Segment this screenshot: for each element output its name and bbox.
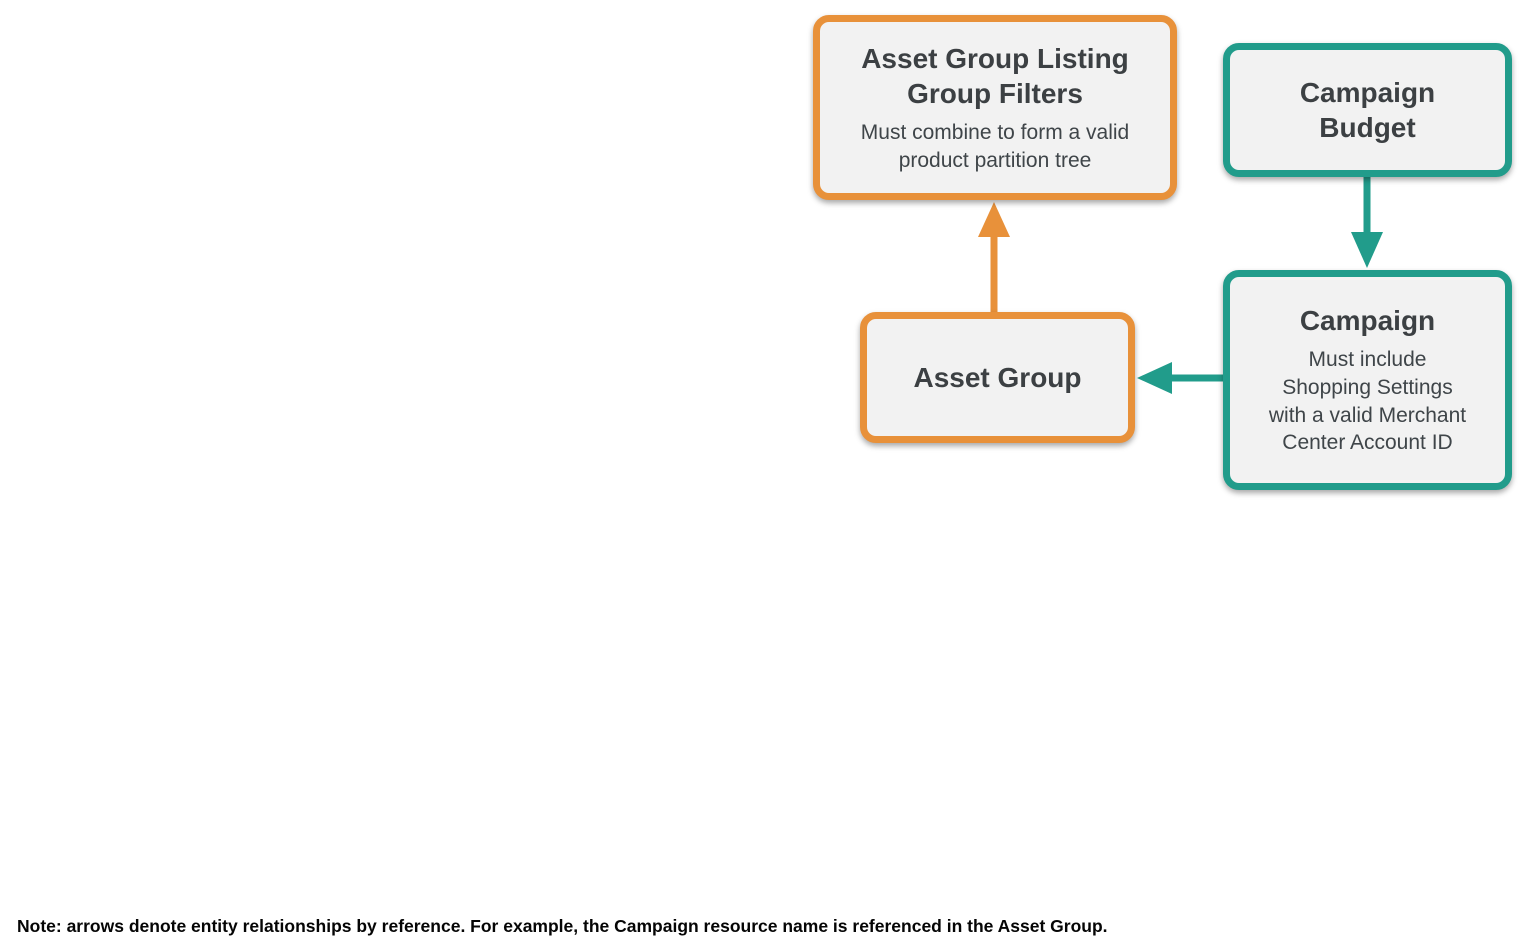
node-title: Asset Group (913, 362, 1082, 393)
node-asset-group: Asset Group (860, 312, 1135, 443)
node-subtitle: Must include Shopping Settings with a va… (1268, 347, 1467, 455)
node-campaign: Campaign Must include Shopping Settings … (1223, 270, 1512, 490)
arrow-campaign-budget-to-campaign (1351, 177, 1383, 268)
arrow-asset-group-to-listing-filters (978, 202, 1010, 312)
node-title: Campaign (1299, 304, 1436, 336)
arrow-campaign-to-asset-group (1137, 362, 1223, 394)
node-subtitle: Must combine to form a valid product par… (860, 120, 1130, 172)
footnote: Note: arrows denote entity relationships… (17, 916, 1108, 936)
node-title: Campaign Budget (1299, 77, 1436, 143)
node-campaign-budget: Campaign Budget (1223, 43, 1512, 177)
node-asset-group-listing-group-filters: Asset Group Listing Group Filters Must c… (813, 15, 1177, 200)
node-title: Asset Group Listing Group Filters (861, 42, 1129, 109)
